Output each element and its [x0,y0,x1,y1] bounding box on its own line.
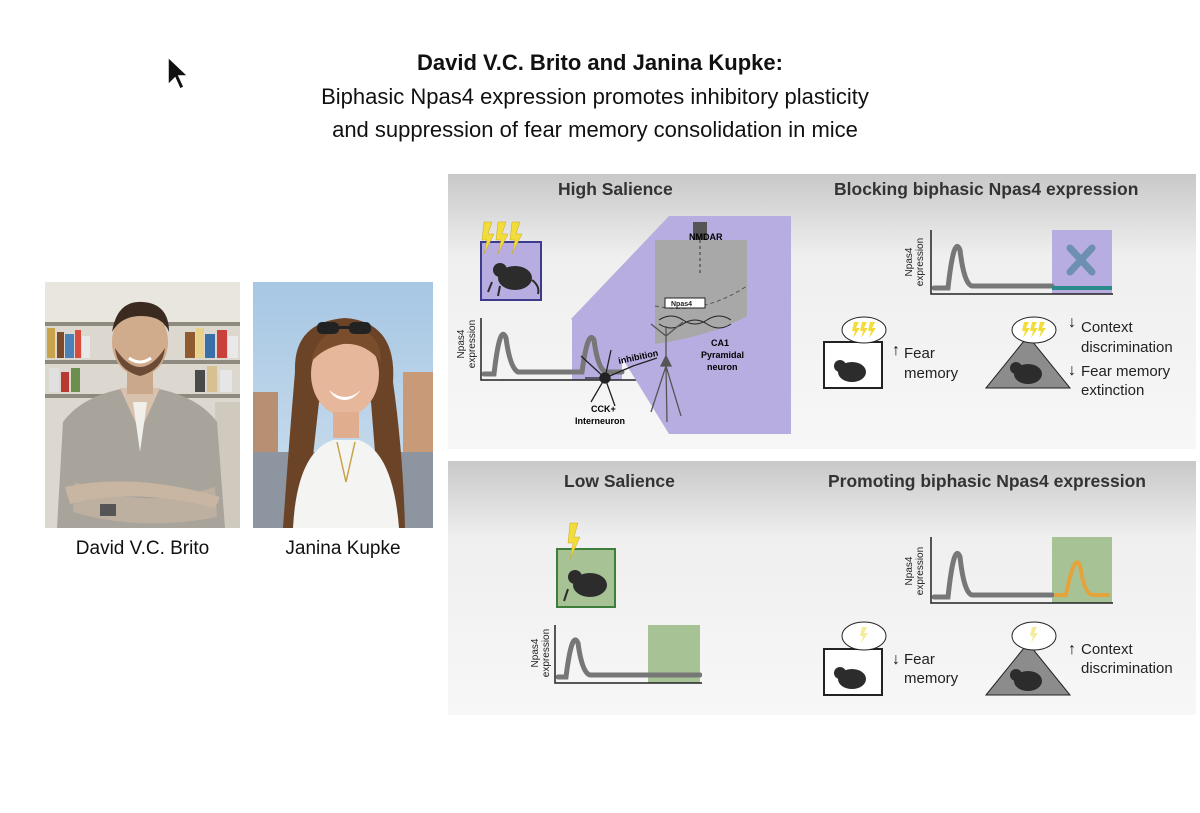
blocking-fear-box [823,316,887,389]
promoting-fear-box [823,621,887,696]
label-memory-blocking: memory [904,365,959,382]
label-memory-promoting: memory [904,670,959,687]
label-extinction-blocking: extinction [1081,382,1145,399]
y-axis-label-expression-low: expression [541,628,552,678]
caption-janina-kupke: Janina Kupke [285,538,401,559]
high-salience-shock-box [480,221,542,301]
down-arrow-icon-3: ↓ [892,651,900,668]
label-neuron: neuron [707,362,738,372]
blocking-npas4-graph [930,230,1113,295]
photo-janina-kupke [253,282,433,528]
y-axis-label-npas4: Npas4 [456,329,467,359]
mechanism-inset: NMDAR Npas4 inhibition CA1 Pyramidal neu… [571,216,791,434]
y-axis-label-expression: expression [467,319,478,369]
panel-title-promoting: Promoting biphasic Npas4 expression [828,471,1146,491]
figure-panel-low-salience: Low Salience Promoting biphasic Npas4 ex… [448,461,1196,715]
panel-title-blocking: Blocking biphasic Npas4 expression [834,179,1139,199]
label-discrimination-promoting: discrimination [1081,660,1173,677]
mouse-icon-low [563,570,607,602]
mouse-icon [487,263,540,297]
panel-title-low-salience: Low Salience [564,471,675,491]
label-nmdar: NMDAR [689,232,723,242]
up-arrow-icon-2: ↑ [1068,641,1076,658]
y-axis-label-expression-blocking: expression [915,237,926,287]
mouse-cursor-icon [167,55,190,91]
y-axis-label-npas4-promoting: Npas4 [904,556,915,586]
label-pyramidal: Pyramidal [701,350,744,360]
label-context-blocking: Context [1081,319,1133,336]
blocking-context-triangle [984,316,1072,389]
up-arrow-icon: ↑ [892,342,900,359]
down-arrow-icon-2: ↓ [1068,362,1076,379]
down-arrow-icon: ↓ [1068,314,1076,331]
block-x-icon [1066,244,1096,276]
pyramidal-neuron-drawing [650,321,684,423]
label-fear-blocking: Fear [904,345,935,362]
y-axis-label-expression-promoting: expression [915,546,926,596]
slide-title: David V.C. Brito and Janina Kupke: [417,50,783,75]
low-salience-shock-box [556,522,616,608]
slide-subtitle-line-1: Biphasic Npas4 expression promotes inhib… [321,84,869,109]
label-cck: CCK+ [591,404,616,414]
lightning-bolts-icon [481,221,523,255]
label-interneuron: Interneuron [575,416,625,426]
panel-title-high-salience: High Salience [558,179,673,199]
label-context-promoting: Context [1081,641,1133,658]
label-fear-promoting: Fear [904,651,935,668]
lightning-bolt-icon [567,522,581,560]
promoting-npas4-graph [930,537,1113,604]
low-salience-npas4-graph [554,625,702,684]
label-npas4-box: Npas4 [671,301,692,308]
slide-subtitle-line-2: and suppression of fear memory consolida… [332,117,858,142]
promoting-context-triangle [984,621,1072,696]
photo-david-brito [45,282,240,528]
y-axis-label-npas4-low: Npas4 [530,638,541,668]
y-axis-label-npas4-blocking: Npas4 [904,247,915,277]
label-discrimination-blocking: discrimination [1081,339,1173,356]
label-fear-memory-blocking: Fear memory [1081,363,1171,380]
label-ca1: CA1 [711,338,729,348]
interneuron-drawing [580,349,658,407]
caption-david-brito: David V.C. Brito [75,538,210,559]
figure-panel-high-salience: High Salience Blocking biphasic Npas4 ex… [448,174,1196,449]
